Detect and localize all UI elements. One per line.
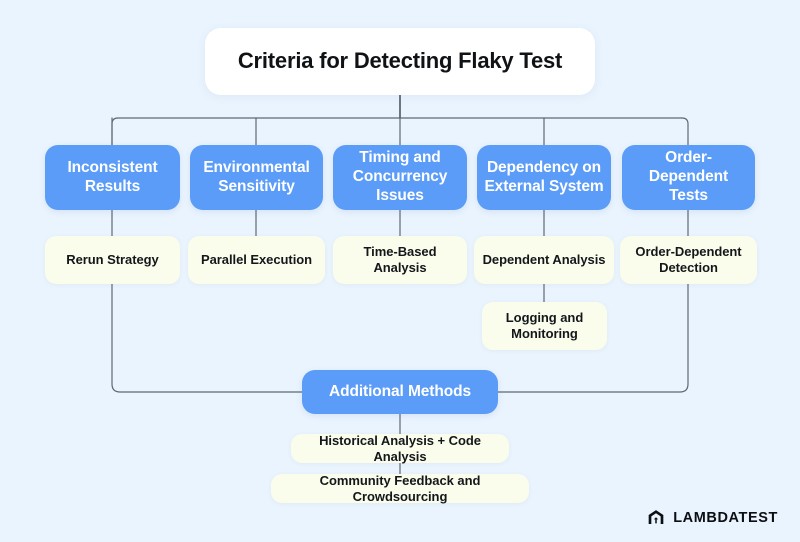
category-node-environmental-sensitivity[interactable]: Environmental Sensitivity xyxy=(190,145,323,210)
leaf-node-historical-analysis[interactable]: Historical Analysis + Code Analysis xyxy=(291,432,509,464)
lambdatest-logo: LAMBDATEST xyxy=(646,508,778,528)
category-label: Additional Methods xyxy=(329,382,471,400)
lambdatest-wordmark: LAMBDATEST xyxy=(673,510,778,526)
lambdatest-mark-icon xyxy=(648,510,664,524)
category-node-order-dependent-tests[interactable]: Order-Dependent Tests xyxy=(622,145,755,210)
leaf-node-logging-and-monitoring[interactable]: Logging and Monitoring xyxy=(482,302,607,350)
leaf-label: Dependent Analysis xyxy=(482,252,606,268)
diagram-title-card: Criteria for Detecting Flaky Test xyxy=(205,28,595,95)
leaf-node-time-based-analysis[interactable]: Time-Based Analysis xyxy=(333,236,467,284)
category-label: Order-Dependent Tests xyxy=(648,149,729,204)
category-node-dependency-on-external-system[interactable]: Dependency on External System xyxy=(477,145,611,210)
category-label: Inconsistent Results xyxy=(67,158,158,195)
leaf-label: Community Feedback and Crowdsourcing xyxy=(319,472,481,504)
category-node-timing-and-concurrency-issues[interactable]: Timing and Concurrency Issues xyxy=(333,145,467,210)
category-label: Timing and Concurrency Issues xyxy=(352,149,448,204)
leaf-node-order-dependent-detection[interactable]: Order-Dependent Detection xyxy=(620,236,757,284)
category-label: Dependency on External System xyxy=(484,158,604,195)
leaf-label: Rerun Strategy xyxy=(66,252,159,268)
category-node-inconsistent-results[interactable]: Inconsistent Results xyxy=(45,145,180,210)
leaf-node-rerun-strategy[interactable]: Rerun Strategy xyxy=(45,236,180,284)
leaf-node-dependent-analysis[interactable]: Dependent Analysis xyxy=(474,236,614,284)
leaf-label: Parallel Execution xyxy=(200,252,313,268)
leaf-label: Historical Analysis + Code Analysis xyxy=(319,432,481,464)
category-node-additional-methods[interactable]: Additional Methods xyxy=(302,370,498,414)
leaf-label: Logging and Monitoring xyxy=(505,310,584,341)
category-label: Environmental Sensitivity xyxy=(203,158,310,195)
page-title: Criteria for Detecting Flaky Test xyxy=(237,48,563,74)
leaf-node-parallel-execution[interactable]: Parallel Execution xyxy=(188,236,325,284)
leaf-label: Time-Based Analysis xyxy=(363,244,437,275)
leaf-label: Order-Dependent Detection xyxy=(635,244,742,275)
leaf-node-community-feedback[interactable]: Community Feedback and Crowdsourcing xyxy=(271,472,529,504)
